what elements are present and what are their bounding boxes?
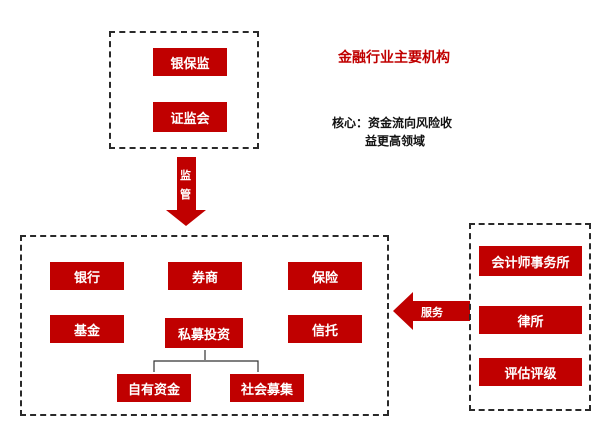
institution-broker-box: 券商 — [168, 262, 242, 290]
supervise-label-char2: 管 — [180, 188, 191, 201]
institution-fund-box: 基金 — [50, 315, 124, 343]
institution-insurance-box: 保险 — [288, 262, 362, 290]
diagram-title: 金融行业主要机构 — [338, 50, 450, 66]
service-label: 服务 — [421, 306, 443, 319]
private-fund-bracket — [153, 360, 259, 372]
institutions-frame — [20, 235, 389, 416]
institution-own-capital-box: 自有资金 — [117, 374, 191, 402]
core-note-line1: 核心：资金流向风险收 — [332, 116, 453, 130]
institution-private-fund-box: 私募投资 — [165, 318, 243, 348]
institution-bank-box: 银行 — [50, 262, 124, 290]
core-note-line2: 益更高领域 — [365, 134, 426, 148]
institution-social-raise-box: 社会募集 — [230, 374, 304, 402]
service-accounting-firm-box: 会计师事务所 — [479, 246, 582, 276]
supervise-label-char1: 监 — [180, 169, 191, 182]
service-rating-box: 评估评级 — [479, 358, 582, 386]
regulator-csrc-box: 证监会 — [153, 102, 227, 132]
service-arrow — [393, 292, 470, 330]
service-providers-frame — [469, 223, 591, 411]
supervise-arrow — [166, 157, 206, 226]
institution-trust-box: 信托 — [288, 315, 362, 343]
regulator-cbirc-box: 银保监 — [153, 48, 227, 76]
regulators-frame — [109, 31, 259, 149]
service-law-firm-box: 律所 — [479, 306, 582, 334]
